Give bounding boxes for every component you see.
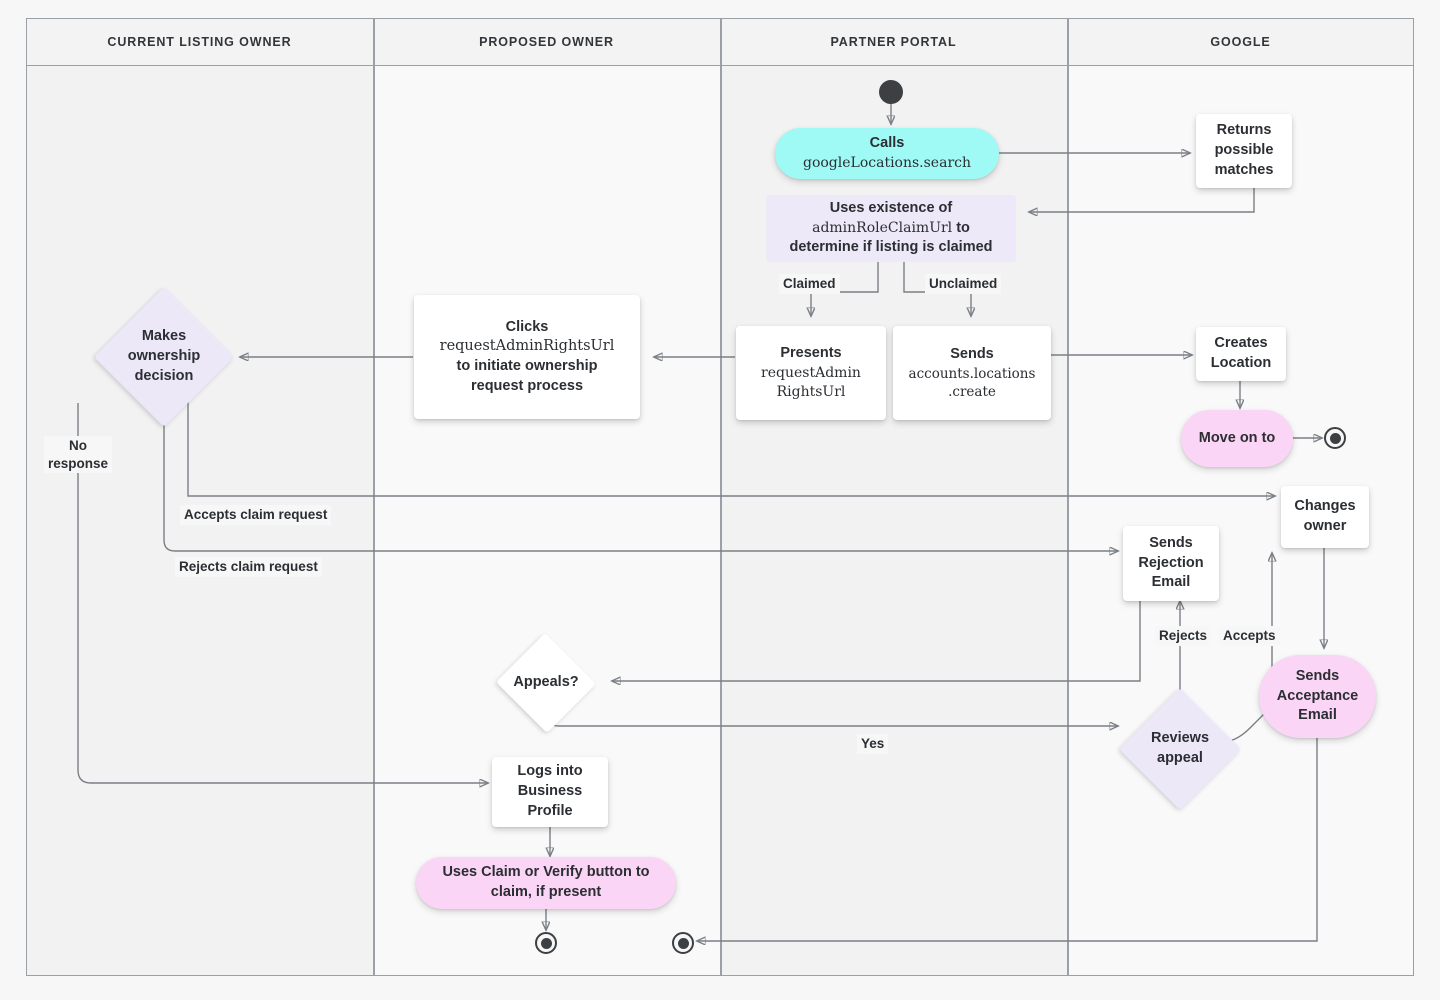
- edge-label-yes: Yes: [857, 734, 889, 754]
- node-returns-possible-matches[interactable]: Returns possible matches: [1196, 114, 1292, 188]
- node-uses-line2-suffix: to: [952, 219, 970, 236]
- node-makes-ownership-decision[interactable]: Makes ownership decision: [94, 287, 234, 427]
- node-logs-into-business-profile[interactable]: Logs into Business Profile: [492, 757, 608, 827]
- node-clicks-request-admin-rights-url[interactable]: Clicks requestAdminRightsUrl to initiate…: [414, 295, 640, 419]
- node-uses-line2-code: adminRoleClaimUrl: [812, 219, 953, 236]
- node-appeals-label: Appeals?: [513, 674, 579, 691]
- edge-label-accepts: Accepts: [1219, 626, 1280, 646]
- lane-divider-1: [373, 18, 375, 976]
- edge-label-accepts-claim-request: Accepts claim request: [180, 505, 332, 525]
- lane-header-google: GOOGLE: [1067, 18, 1414, 66]
- node-changes-owner[interactable]: Changes owner: [1281, 486, 1369, 548]
- end-node-partner-portal: [672, 932, 694, 954]
- node-reviews-appeal-label: Reviews appeal: [1150, 730, 1210, 766]
- edge-label-unclaimed: Unclaimed: [925, 274, 1002, 294]
- node-creates-location[interactable]: Creates Location: [1196, 327, 1286, 381]
- node-calls-google-locations-search[interactable]: Calls googleLocations.search: [775, 128, 999, 179]
- node-uses-line1: Uses existence of: [829, 199, 953, 216]
- node-reviews-appeal[interactable]: Reviews appeal: [1119, 688, 1241, 810]
- lane-divider-2: [720, 18, 722, 976]
- node-clicks-line3: to initiate ownership: [456, 358, 598, 374]
- end-node-google: [1324, 427, 1346, 449]
- node-clicks-line2: requestAdminRightsUrl: [439, 338, 615, 355]
- node-sends-create-line3: .create: [948, 383, 996, 400]
- node-appeals-question[interactable]: Appeals?: [495, 633, 597, 733]
- node-uses-existence-of-admin-role-claim-url[interactable]: Uses existence of adminRoleClaimUrl to d…: [766, 195, 1016, 262]
- node-sends-accounts-locations-create[interactable]: Sends accounts.locations .create: [893, 326, 1051, 420]
- node-clicks-line1: Clicks: [505, 318, 549, 335]
- end-node-proposed-owner: [535, 932, 557, 954]
- edge-label-rejects: Rejects: [1155, 626, 1212, 646]
- node-sends-rejection-email[interactable]: Sends Rejection Email: [1123, 526, 1219, 601]
- lane-divider-3: [1067, 18, 1069, 976]
- node-uses-line2: adminRoleClaimUrl to: [812, 219, 970, 239]
- node-presents-request-admin-rights-url[interactable]: Presents requestAdmin RightsUrl: [736, 326, 886, 420]
- lane-header-proposed-owner: PROPOSED OWNER: [373, 18, 720, 66]
- node-sends-create-line1: Sends: [950, 345, 994, 362]
- node-uses-line3: determine if listing is claimed: [789, 239, 993, 256]
- edge-label-rejects-claim-request: Rejects claim request: [175, 557, 322, 577]
- lane-header-current-listing-owner: CURRENT LISTING OWNER: [26, 18, 373, 66]
- lane-header-partner-portal: PARTNER PORTAL: [720, 18, 1067, 66]
- edge-label-claimed: Claimed: [779, 274, 840, 294]
- node-makes-ownership-decision-label: Makes ownership decision: [127, 328, 201, 384]
- start-node-partner-portal: [879, 80, 903, 104]
- node-sends-create-line2: accounts.locations: [908, 365, 1036, 382]
- node-calls-line1: Calls: [869, 135, 905, 152]
- node-presents-line1: Presents: [780, 345, 842, 362]
- node-calls-line2: googleLocations.search: [802, 154, 971, 171]
- node-clicks-line4: request process: [470, 377, 584, 394]
- edge-label-no-response: No response: [44, 436, 113, 474]
- node-presents-line2: requestAdmin: [761, 364, 861, 381]
- node-uses-claim-or-verify-button[interactable]: Uses Claim or Verify button to claim, if…: [416, 857, 676, 909]
- node-sends-acceptance-email[interactable]: Sends Acceptance Email: [1259, 655, 1376, 738]
- node-move-on-to[interactable]: Move on to: [1181, 410, 1293, 467]
- node-presents-line3: RightsUrl: [776, 383, 846, 400]
